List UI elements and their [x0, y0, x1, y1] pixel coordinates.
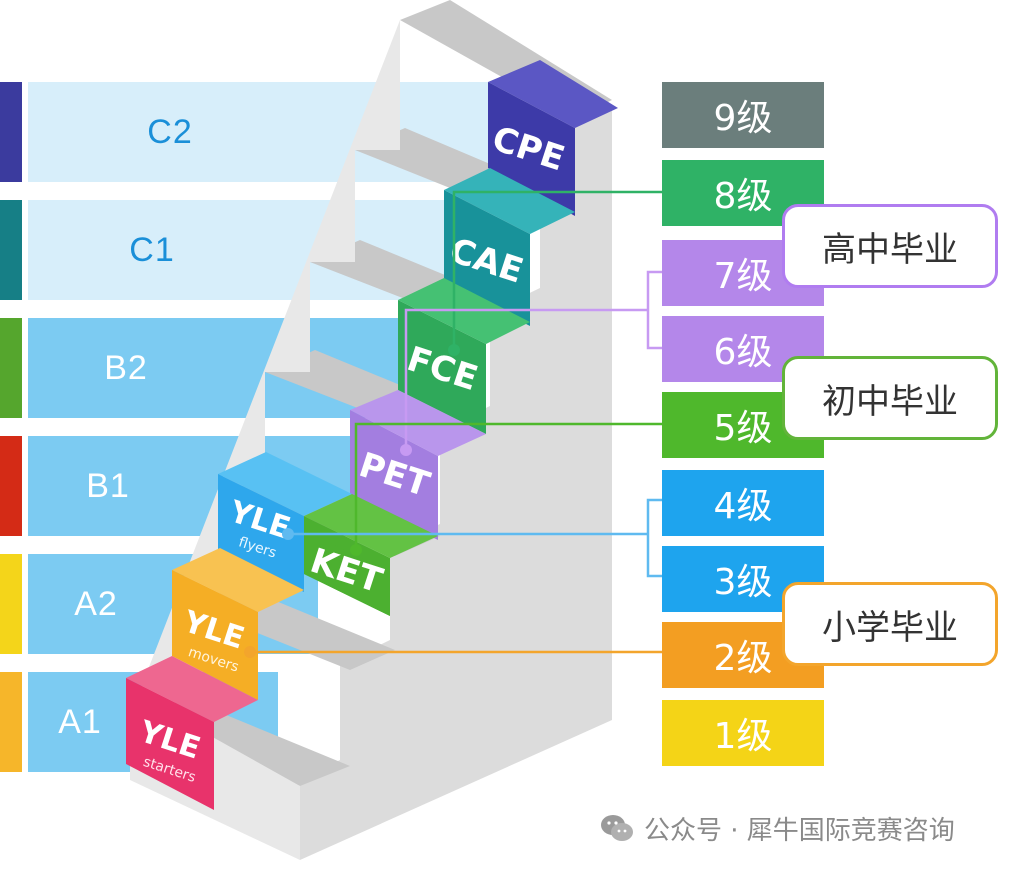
- cefr-accent: [0, 672, 22, 772]
- grade-box-9: 9级: [662, 82, 824, 148]
- cefr-accent: [0, 554, 22, 654]
- connector-fce: [404, 308, 648, 450]
- callout-high-school: 高中毕业: [782, 204, 998, 288]
- watermark-text: 公众号 · 犀牛国际竞赛咨询: [644, 815, 955, 846]
- exam-block-flyers: YLE flyers: [218, 452, 352, 592]
- cefr-accent: [0, 82, 22, 182]
- watermark: 公众号 · 犀牛国际竞赛咨询: [600, 806, 955, 850]
- wechat-icon: [601, 815, 633, 841]
- cefr-label: B1: [86, 466, 130, 505]
- stair-right-face: [300, 108, 612, 860]
- callout-primary-school: 小学毕业: [782, 582, 998, 666]
- stair-risers: [130, 20, 400, 860]
- grade-box-4: 4级: [662, 470, 824, 536]
- cefr-label: A1: [58, 702, 102, 741]
- exam-block-cae: CAE: [444, 168, 575, 326]
- callout-middle-school: 初中毕业: [782, 356, 998, 440]
- cefr-label: C2: [147, 112, 193, 151]
- cefr-accent: [0, 200, 22, 300]
- exam-block-movers: YLE movers: [172, 548, 304, 700]
- grade-box-1: 1级: [662, 700, 824, 766]
- connector-pet: [354, 422, 662, 550]
- cefr-label: B2: [104, 348, 148, 387]
- grade-box-8: 8级: [662, 160, 824, 226]
- cefr-accent: [0, 318, 22, 418]
- exam-block-starters: YLE starters: [126, 656, 258, 810]
- exam-block-cpe: CPE: [487, 60, 618, 216]
- cefr-label: C1: [129, 230, 175, 269]
- cefr-label: A2: [74, 584, 118, 623]
- cefr-accent: [0, 436, 22, 536]
- exam-block-fce: FCE: [398, 278, 530, 434]
- connector-cae: [452, 190, 662, 350]
